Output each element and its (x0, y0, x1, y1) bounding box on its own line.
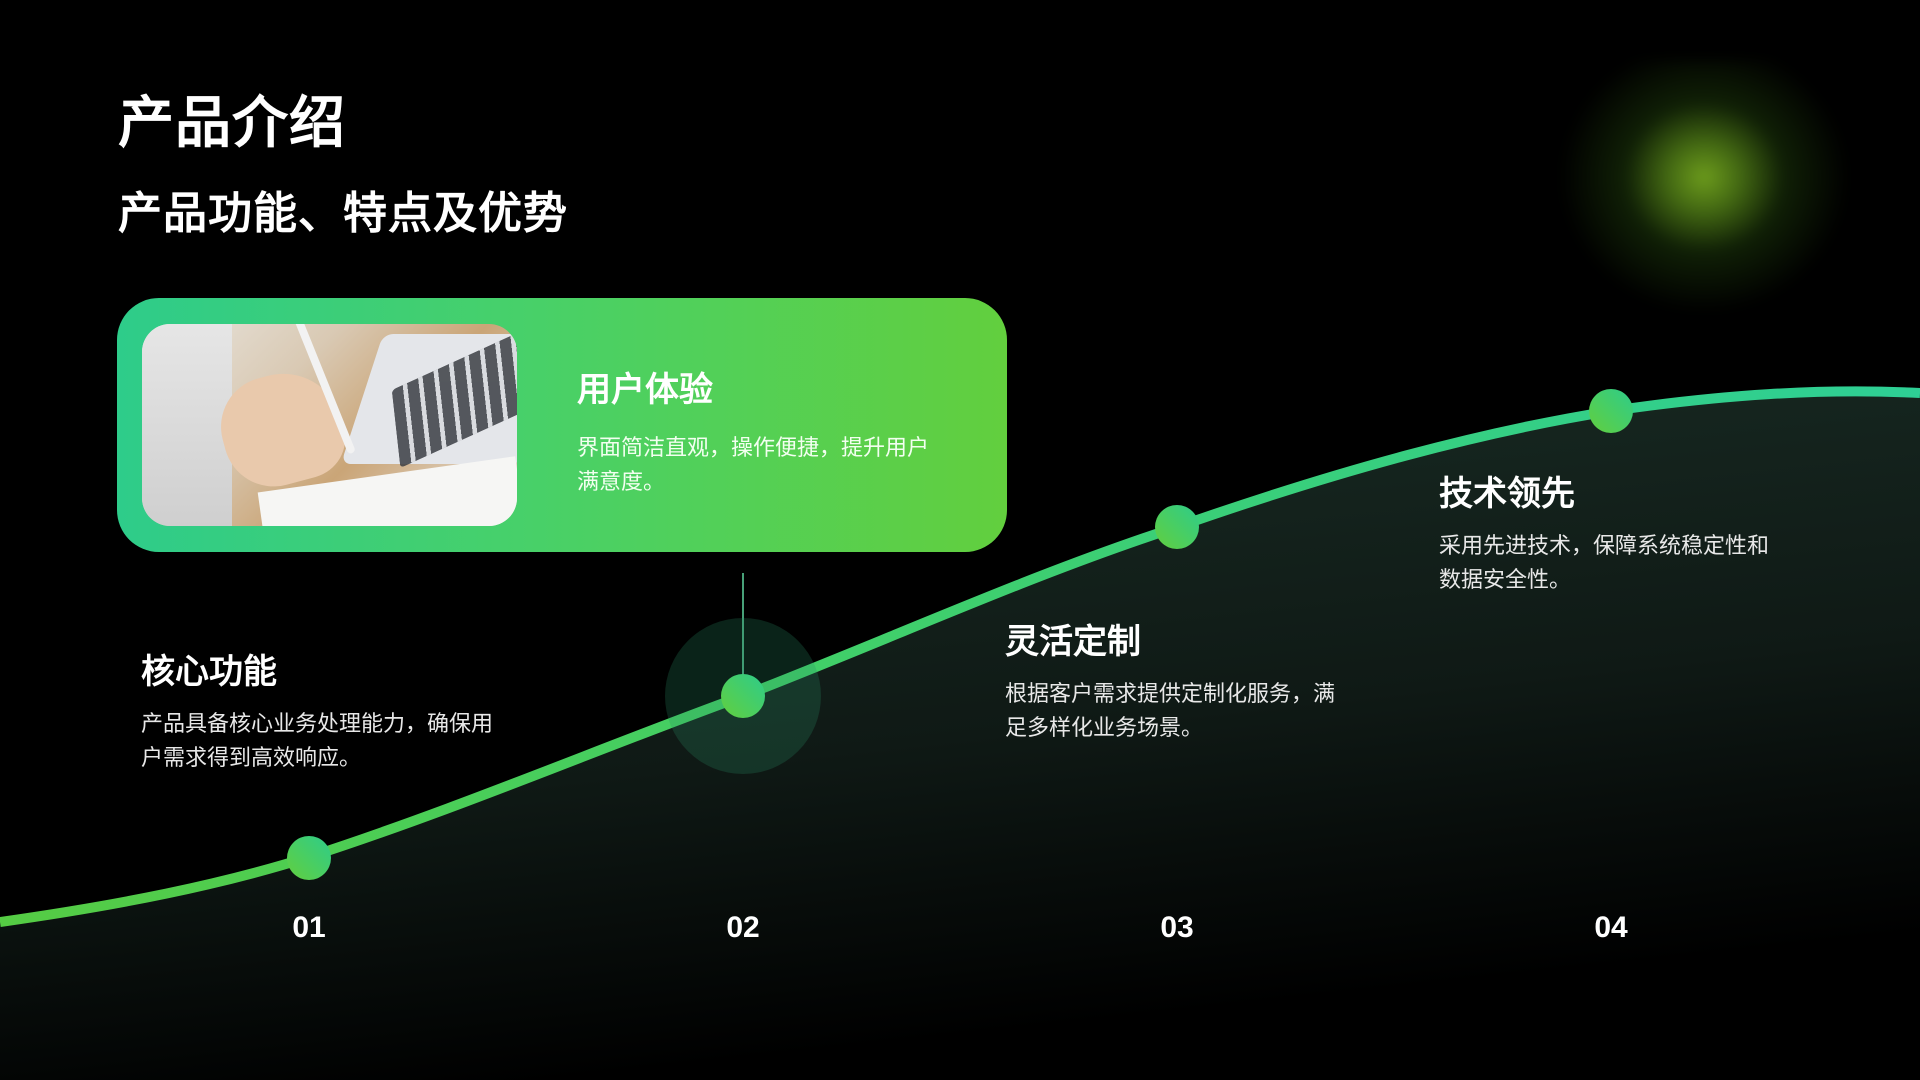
milestone-dot-04 (1589, 389, 1633, 433)
feature-customization: 灵活定制 根据客户需求提供定制化服务，满足多样化业务场景。 (1005, 620, 1345, 746)
feature-title: 技术领先 (1439, 474, 1575, 514)
feature-title: 灵活定制 (1005, 622, 1141, 662)
milestone-dot-01 (287, 836, 331, 880)
page-title: 产品介绍 (118, 91, 346, 156)
milestone-dot-02 (721, 674, 765, 718)
feature-description: 产品具备核心业务处理能力，确保用户需求得到高效响应。 (141, 712, 494, 771)
feature-description: 采用先进技术，保障系统稳定性和数据安全性。 (1439, 534, 1770, 593)
laptop-writing-photo (142, 324, 517, 526)
highlight-card-user-experience: 用户体验 界面简洁直观，操作便捷，提升用户满意度。 (117, 298, 1007, 552)
step-number-03: 03 (1160, 911, 1194, 944)
feature-technology: 技术领先 采用先进技术，保障系统稳定性和数据安全性。 (1439, 472, 1789, 598)
feature-description: 根据客户需求提供定制化服务，满足多样化业务场景。 (1005, 682, 1336, 741)
feature-core: 核心功能 产品具备核心业务处理能力，确保用户需求得到高效响应。 (141, 650, 501, 776)
card-title: 用户体验 (577, 370, 713, 410)
feature-title: 核心功能 (141, 652, 277, 692)
step-number-02: 02 (726, 911, 760, 944)
green-glow-decoration (1560, 60, 1860, 320)
page-subtitle: 产品功能、特点及优势 (118, 188, 568, 239)
card-description: 界面简洁直观，操作便捷，提升用户满意度。 (577, 436, 930, 495)
step-number-01: 01 (292, 911, 326, 944)
milestone-dot-03 (1155, 505, 1199, 549)
step-number-04: 04 (1594, 911, 1628, 944)
